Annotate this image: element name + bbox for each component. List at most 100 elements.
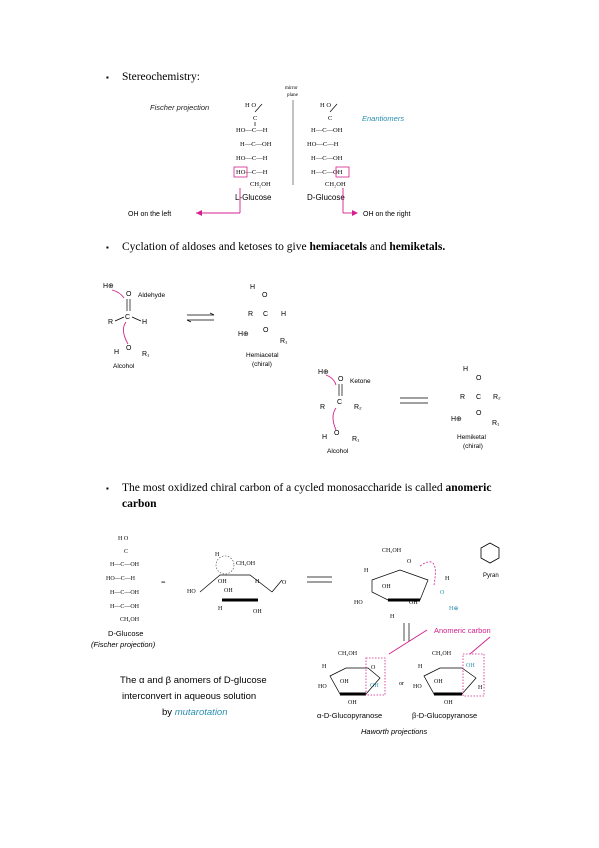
f3-h-c: H bbox=[218, 606, 223, 612]
f3-fischer-label: (Fischer projection) bbox=[91, 640, 156, 649]
hemiketals-term: hemiketals. bbox=[389, 241, 446, 253]
f3-d-glucose-label: D-Glucose bbox=[108, 629, 143, 638]
f3-row-4: H—C—OH bbox=[110, 604, 140, 610]
o-2: O bbox=[126, 345, 132, 352]
alpha-label: α-D-Glucopyranose bbox=[317, 711, 382, 720]
l-ch2oh: CH₂OH bbox=[250, 181, 271, 188]
anomeric-carbon-label: Anomeric carbon bbox=[434, 626, 491, 635]
alcohol-label-1: Alcohol bbox=[113, 363, 135, 370]
f3-ch2oh-3: CH₂OH bbox=[382, 548, 402, 554]
c-1: C bbox=[125, 314, 130, 321]
beta-oh-2: OH bbox=[434, 679, 443, 685]
beta-h-1: H bbox=[418, 664, 423, 670]
f3-oh-a: OH bbox=[218, 579, 227, 585]
f3-row-1: H—C—OH bbox=[110, 562, 140, 568]
carbon-term: carbon bbox=[122, 498, 157, 510]
beta-label: β-D-Glucopyranose bbox=[412, 711, 477, 720]
l-row-1: HO—C—H bbox=[236, 127, 268, 134]
r-1: R bbox=[108, 319, 113, 326]
d-row-1: H—C—OH bbox=[311, 127, 343, 134]
f3-h-plus: H⊕ bbox=[449, 606, 458, 612]
r1-4: R₁ bbox=[492, 420, 500, 427]
caption-mutarotation: mutarotation bbox=[175, 707, 228, 718]
pyran-label: Pyran bbox=[483, 573, 499, 579]
f3-o-c: O bbox=[440, 590, 445, 596]
f3-oh-c: OH bbox=[253, 609, 262, 615]
aldehyde-top-right: H O bbox=[320, 102, 331, 109]
c-2: C bbox=[263, 311, 268, 318]
equals-sign: = bbox=[161, 578, 166, 587]
l-c1: C bbox=[253, 115, 257, 122]
beta-oh-3: OH bbox=[444, 700, 453, 706]
caption-line-1: The α and β anomers of D-glucose bbox=[120, 675, 267, 686]
h-2: H bbox=[114, 349, 119, 356]
o-1: O bbox=[126, 291, 132, 298]
bullet-marker: ▪ bbox=[106, 243, 109, 252]
d-c1: C bbox=[328, 115, 332, 122]
bullet-text-line2: carbon bbox=[122, 497, 157, 512]
alpha-oh-3: OH bbox=[348, 700, 357, 706]
c-3: C bbox=[337, 399, 342, 406]
h-plus-3: H⊕ bbox=[318, 369, 329, 376]
h-1: H bbox=[142, 319, 147, 326]
alpha-ch2oh: CH₂OH bbox=[338, 651, 358, 657]
bullet-text: Cyclation of aldoses and ketoses to give… bbox=[122, 240, 445, 255]
r2-1: R₂ bbox=[354, 404, 362, 411]
enantiomers-label: Enantiomers bbox=[362, 114, 404, 123]
bullet-text: Stereochemistry: bbox=[122, 71, 200, 83]
mirror-label-1: mirror bbox=[285, 86, 298, 91]
f3-row-3: H—C—OH bbox=[110, 590, 140, 596]
aldehyde-top-left: H O bbox=[245, 102, 256, 109]
r1-1: R₁ bbox=[142, 351, 150, 358]
f3-h-d: H bbox=[364, 568, 369, 574]
l-row-3: HO—C—H bbox=[236, 155, 268, 162]
r1-3: R₁ bbox=[352, 436, 360, 443]
caption-by: by bbox=[162, 707, 175, 718]
anomeric-prefix: The most oxidized chiral carbon of a cyc… bbox=[122, 482, 446, 494]
o-3: O bbox=[262, 292, 268, 299]
alpha-h-1: H bbox=[322, 664, 327, 670]
cyclation-mid: and bbox=[366, 241, 390, 253]
f3-h-e: H bbox=[445, 576, 450, 582]
bullet-marker: ▪ bbox=[106, 73, 109, 82]
c-4: C bbox=[476, 394, 481, 401]
f3-ho-a: HO bbox=[187, 589, 196, 595]
alpha-oh-1: OH bbox=[340, 679, 349, 685]
d-glucose-label: D-Glucose bbox=[307, 193, 345, 202]
fischer-projection-label: Fischer projection bbox=[150, 103, 209, 112]
f3-ho-b: HO bbox=[354, 600, 363, 606]
chiral-label-2: (chiral) bbox=[463, 443, 483, 450]
f3-h-b: H bbox=[255, 579, 260, 585]
aldehyde-label: Aldehyde bbox=[138, 292, 165, 299]
l-row-4: HO—C—H bbox=[236, 169, 268, 176]
r2-2: R₂ bbox=[493, 394, 501, 401]
alpha-ho: HO bbox=[318, 684, 327, 690]
hemiacetals-term: hemiacetals bbox=[309, 241, 367, 253]
caption-line-2: interconvert in aqueous solution bbox=[122, 691, 256, 702]
alpha-o: O bbox=[371, 665, 376, 671]
h-6: H bbox=[463, 366, 468, 373]
f3-oh-d: OH bbox=[382, 584, 391, 590]
d-row-2: HO—C—H bbox=[307, 141, 339, 148]
f3-c: C bbox=[124, 549, 128, 555]
l-row-2: H—C—OH bbox=[240, 141, 272, 148]
beta-ho: HO bbox=[413, 684, 422, 690]
f3-ch2oh: CH₂OH bbox=[120, 617, 140, 623]
anomeric-term: anomeric bbox=[445, 482, 492, 494]
o-6: O bbox=[334, 430, 340, 437]
f3-h-o: H O bbox=[118, 536, 129, 542]
alpha-oh-2: OH bbox=[370, 683, 379, 689]
mirror-label-2: plane bbox=[287, 93, 299, 98]
hemiacetal-label: Hemiacetal bbox=[246, 352, 279, 359]
oh-right-label: OH on the right bbox=[363, 211, 411, 218]
or-label: or bbox=[399, 681, 404, 687]
h-3: H bbox=[250, 284, 255, 291]
bullet-marker: ▪ bbox=[106, 484, 109, 493]
o-5: O bbox=[338, 376, 344, 383]
cyclation-prefix: Cyclation of aldoses and ketoses to give bbox=[122, 241, 310, 253]
beta-h-2: H bbox=[478, 685, 483, 691]
bullet-text-line1: The most oxidized chiral carbon of a cyc… bbox=[122, 481, 491, 496]
